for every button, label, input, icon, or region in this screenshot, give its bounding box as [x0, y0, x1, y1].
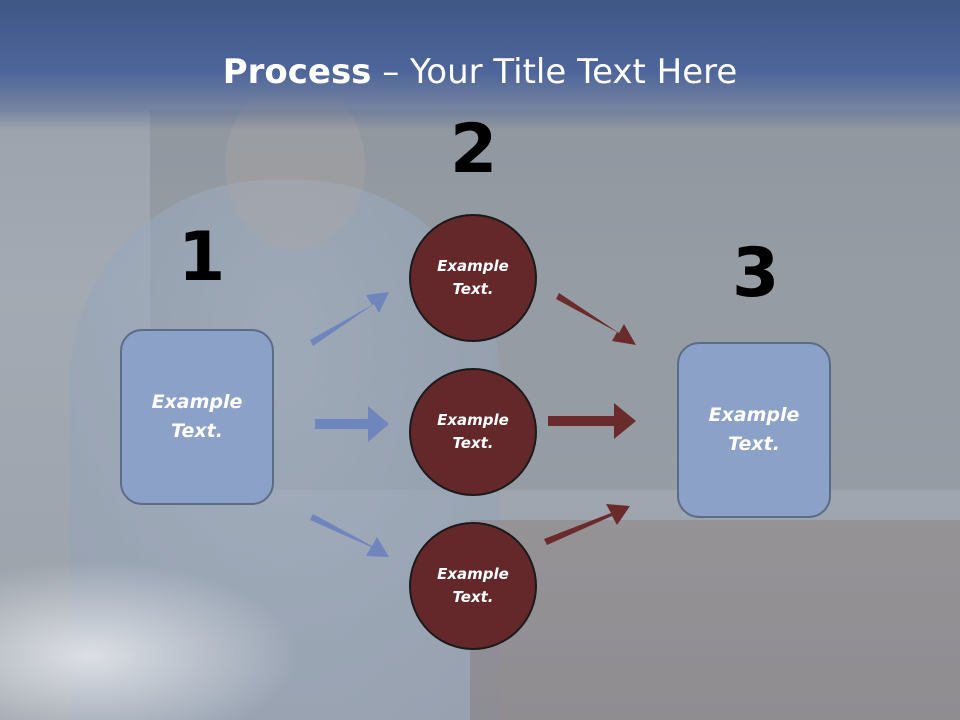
- arrow-blue-right: [315, 406, 389, 442]
- step-number-1: 1: [178, 218, 226, 297]
- arrow-blue-down: [310, 514, 389, 557]
- process-box-right: Example Text.: [677, 342, 831, 518]
- slide-title: Process – Your Title Text Here: [0, 52, 960, 92]
- arrow-red-up: [544, 504, 630, 545]
- title-bold: Process: [222, 52, 372, 92]
- background-desk: [470, 520, 960, 720]
- process-circle-bottom: Example Text.: [409, 522, 537, 650]
- arrow-red-right: [548, 403, 636, 439]
- step-number-3: 3: [732, 234, 780, 313]
- arrow-red-down: [556, 293, 636, 345]
- step-number-2: 2: [450, 110, 498, 189]
- background-light: [0, 560, 300, 720]
- title-bar: [0, 0, 960, 130]
- process-circle-middle: Example Text.: [409, 368, 537, 496]
- process-circle-top: Example Text.: [409, 214, 537, 342]
- title-rest: – Your Title Text Here: [371, 52, 738, 92]
- arrow-blue-up: [310, 292, 389, 346]
- arrow-blue-group: [310, 292, 389, 557]
- arrow-red-group: [544, 293, 636, 545]
- process-box-left: Example Text.: [120, 329, 274, 505]
